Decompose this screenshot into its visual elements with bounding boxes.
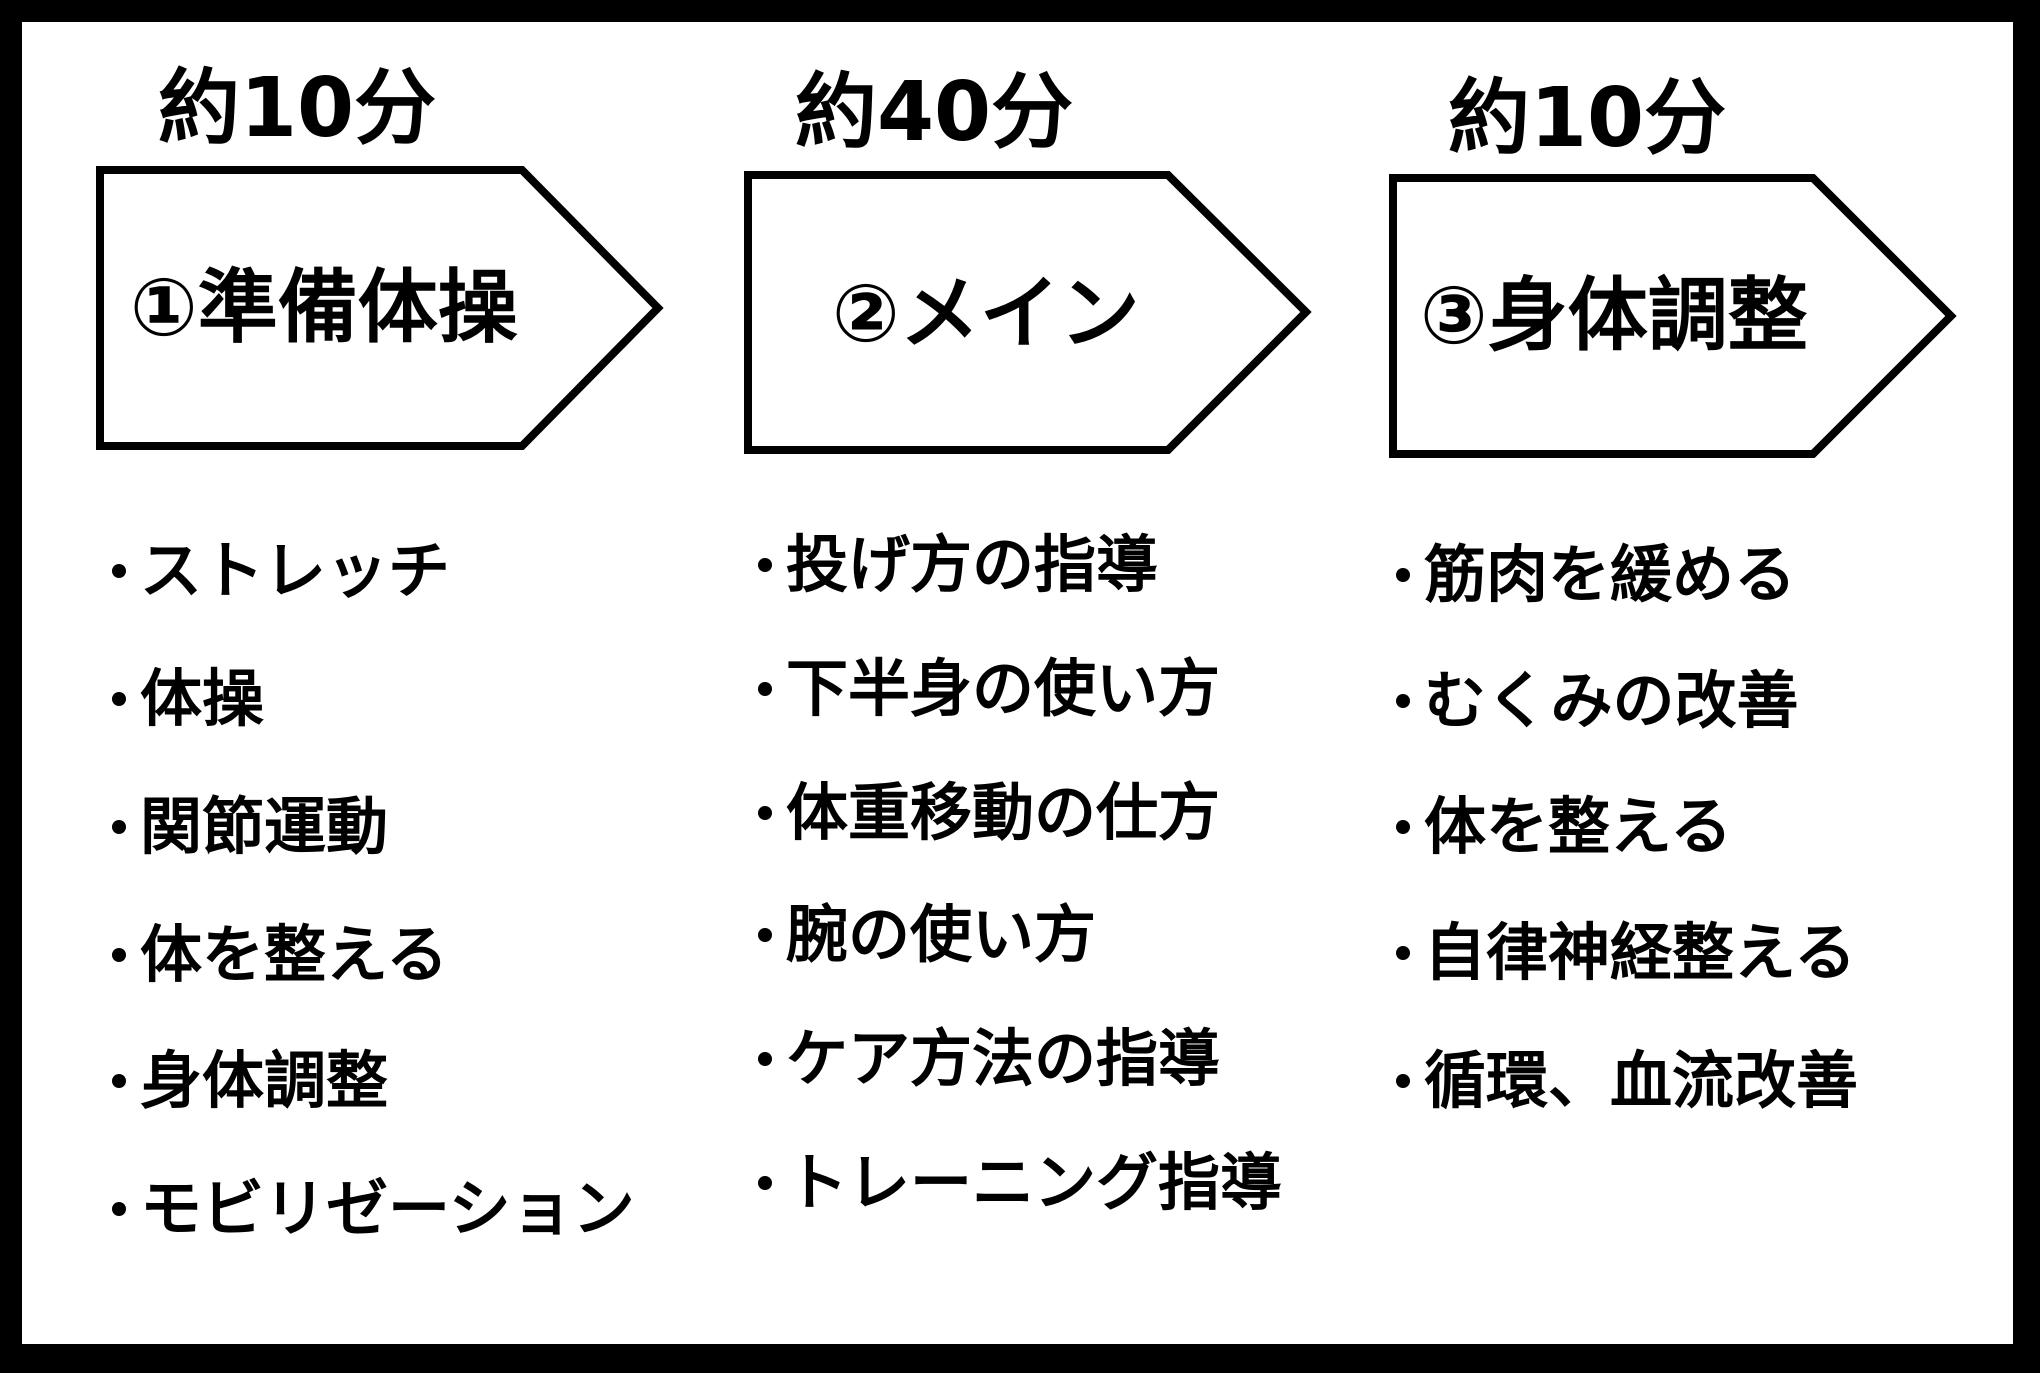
bullet-icon: [112, 947, 126, 962]
bullet-icon: [1396, 1073, 1410, 1088]
stage-1-arrow-shape: [96, 166, 664, 450]
stage-2-title: ②メイン: [832, 267, 1140, 360]
bullet-icon: [758, 1175, 772, 1190]
stage-2-item: トレーニング指導: [758, 1152, 1282, 1214]
bullet-icon: [758, 557, 772, 572]
stage-2-item: 体重移動の仕方: [758, 782, 1220, 844]
bullet-icon: [1396, 567, 1410, 582]
stage-3-item: 循環、血流改善: [1396, 1050, 1858, 1112]
stage-3-item: 自律神経整える: [1396, 922, 1856, 984]
stage-1-item-label: 体を整える: [140, 918, 449, 991]
bullet-icon: [112, 819, 126, 834]
stage-3-item-label: 筋肉を緩める: [1424, 538, 1797, 611]
stage-1-item-label: 身体調整: [140, 1044, 389, 1117]
stage-1-item-label: ストレッチ: [140, 534, 451, 607]
stage-3-item-label: 循環、血流改善: [1424, 1044, 1859, 1117]
bullet-icon: [758, 1051, 772, 1066]
bullet-icon: [1396, 819, 1410, 834]
stage-1-item: 体を整える: [112, 924, 448, 986]
bullet-icon: [1396, 693, 1410, 708]
stage-1-item: 身体調整: [112, 1050, 388, 1112]
stage-2-item-label: 体重移動の仕方: [786, 776, 1221, 849]
stage-3-title: ③身体調整: [1420, 269, 1808, 362]
bullet-icon: [112, 1201, 126, 1216]
stage-2-item-label: 下半身の使い方: [786, 652, 1221, 725]
stage-2-item: 下半身の使い方: [758, 658, 1220, 720]
stage-1-item-label: モビリゼーション: [140, 1172, 635, 1245]
stage-3-item: 筋肉を緩める: [1396, 544, 1796, 606]
stage-2-item: ケア方法の指導: [758, 1028, 1220, 1090]
bullet-icon: [112, 691, 126, 706]
bullet-icon: [758, 927, 772, 942]
stage-3-item-label: 自律神経整える: [1424, 916, 1857, 989]
bullet-icon: [1396, 945, 1410, 960]
stage-2-arrow-shape: [744, 171, 1312, 454]
stage-3-item: むくみの改善: [1396, 670, 1798, 732]
bullet-icon: [758, 681, 772, 696]
bullet-icon: [112, 563, 126, 578]
stage-2-item-label: トレーニング指導: [786, 1146, 1283, 1219]
stage-1-duration: 約10分: [158, 61, 437, 156]
stage-1-item: 体操: [112, 668, 264, 730]
stage-1-item: 関節運動: [112, 796, 388, 858]
stage-1-item: モビリゼーション: [112, 1178, 635, 1240]
stage-1-title: ①準備体操: [130, 261, 518, 354]
stage-1-item-label: 体操: [140, 662, 265, 735]
bullet-icon: [112, 1073, 126, 1088]
bullet-icon: [758, 805, 772, 820]
stage-2-item: 腕の使い方: [758, 904, 1096, 966]
stage-2-item-label: 腕の使い方: [786, 898, 1097, 971]
stage-1-item-label: 関節運動: [140, 790, 389, 863]
stage-3-item-label: 体を整える: [1424, 790, 1733, 863]
stage-3-arrow-shape: [1389, 174, 1957, 458]
stage-2-item: 投げ方の指導: [758, 534, 1158, 596]
stage-2-duration: 約40分: [795, 65, 1074, 160]
stage-3-item-label: むくみの改善: [1424, 664, 1799, 737]
stage-2-item-label: ケア方法の指導: [786, 1022, 1221, 1095]
stage-3-duration: 約10分: [1448, 71, 1727, 166]
stage-2-item-label: 投げ方の指導: [786, 528, 1159, 601]
stage-3-item: 体を整える: [1396, 796, 1732, 858]
stage-1-item: ストレッチ: [112, 540, 450, 602]
